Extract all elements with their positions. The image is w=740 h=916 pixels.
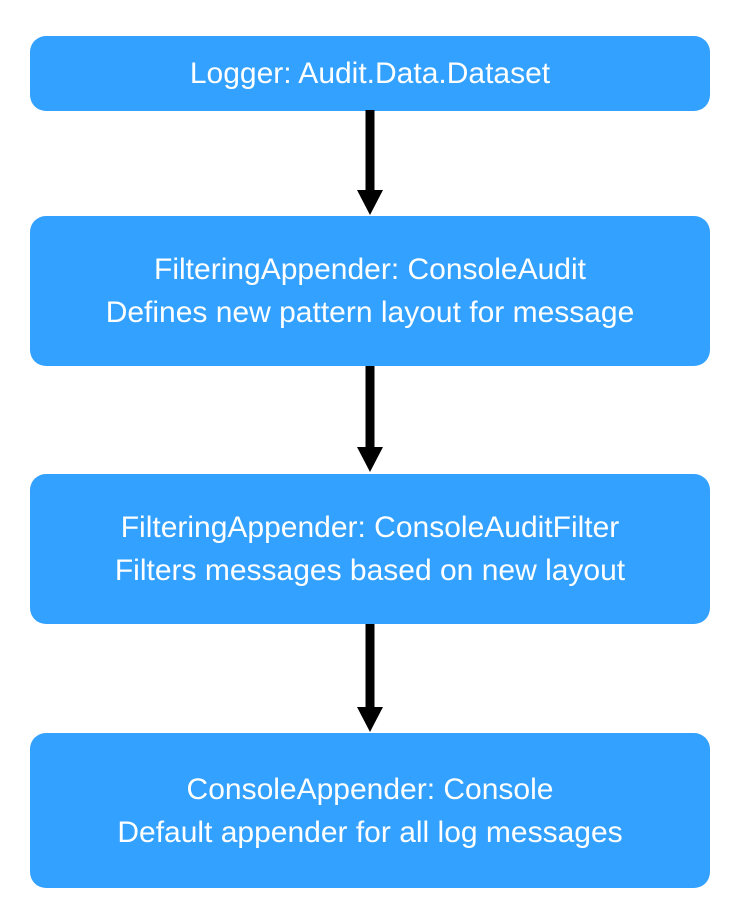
arrow-head-icon	[357, 447, 383, 472]
arrow-head-icon	[357, 190, 383, 215]
flow-node-console-audit-filter-line1: FilteringAppender: ConsoleAuditFilter	[120, 511, 620, 544]
flow-node-console-appender-line2: Default appender for all log messages	[117, 815, 623, 849]
flow-node-logger[interactable]: Logger: Audit.Data.Dataset	[30, 36, 710, 111]
flow-node-console-audit-line2: Defines new pattern layout for message	[105, 296, 635, 329]
flow-edge-console-audit-filter-to-console-appender	[0, 621, 740, 736]
flow-node-console-audit-filter[interactable]: FilteringAppender: ConsoleAuditFilter Fi…	[30, 474, 710, 624]
flow-node-console-appender[interactable]: ConsoleAppender: Console Default appende…	[30, 733, 710, 888]
flow-node-console-audit[interactable]: FilteringAppender: ConsoleAudit Defines …	[30, 216, 710, 366]
flow-node-logger-line1: Logger: Audit.Data.Dataset	[189, 57, 551, 90]
flow-edge-console-audit-to-console-audit-filter	[0, 363, 740, 477]
flow-node-console-appender-line1: ConsoleAppender: Console	[186, 772, 554, 806]
arrow-head-icon	[357, 707, 383, 732]
flow-node-console-audit-line1: FilteringAppender: ConsoleAudit	[154, 253, 586, 286]
flow-node-console-audit-filter-line2: Filters messages based on new layout	[114, 554, 626, 587]
flow-edge-logger-to-console-audit	[0, 108, 740, 220]
